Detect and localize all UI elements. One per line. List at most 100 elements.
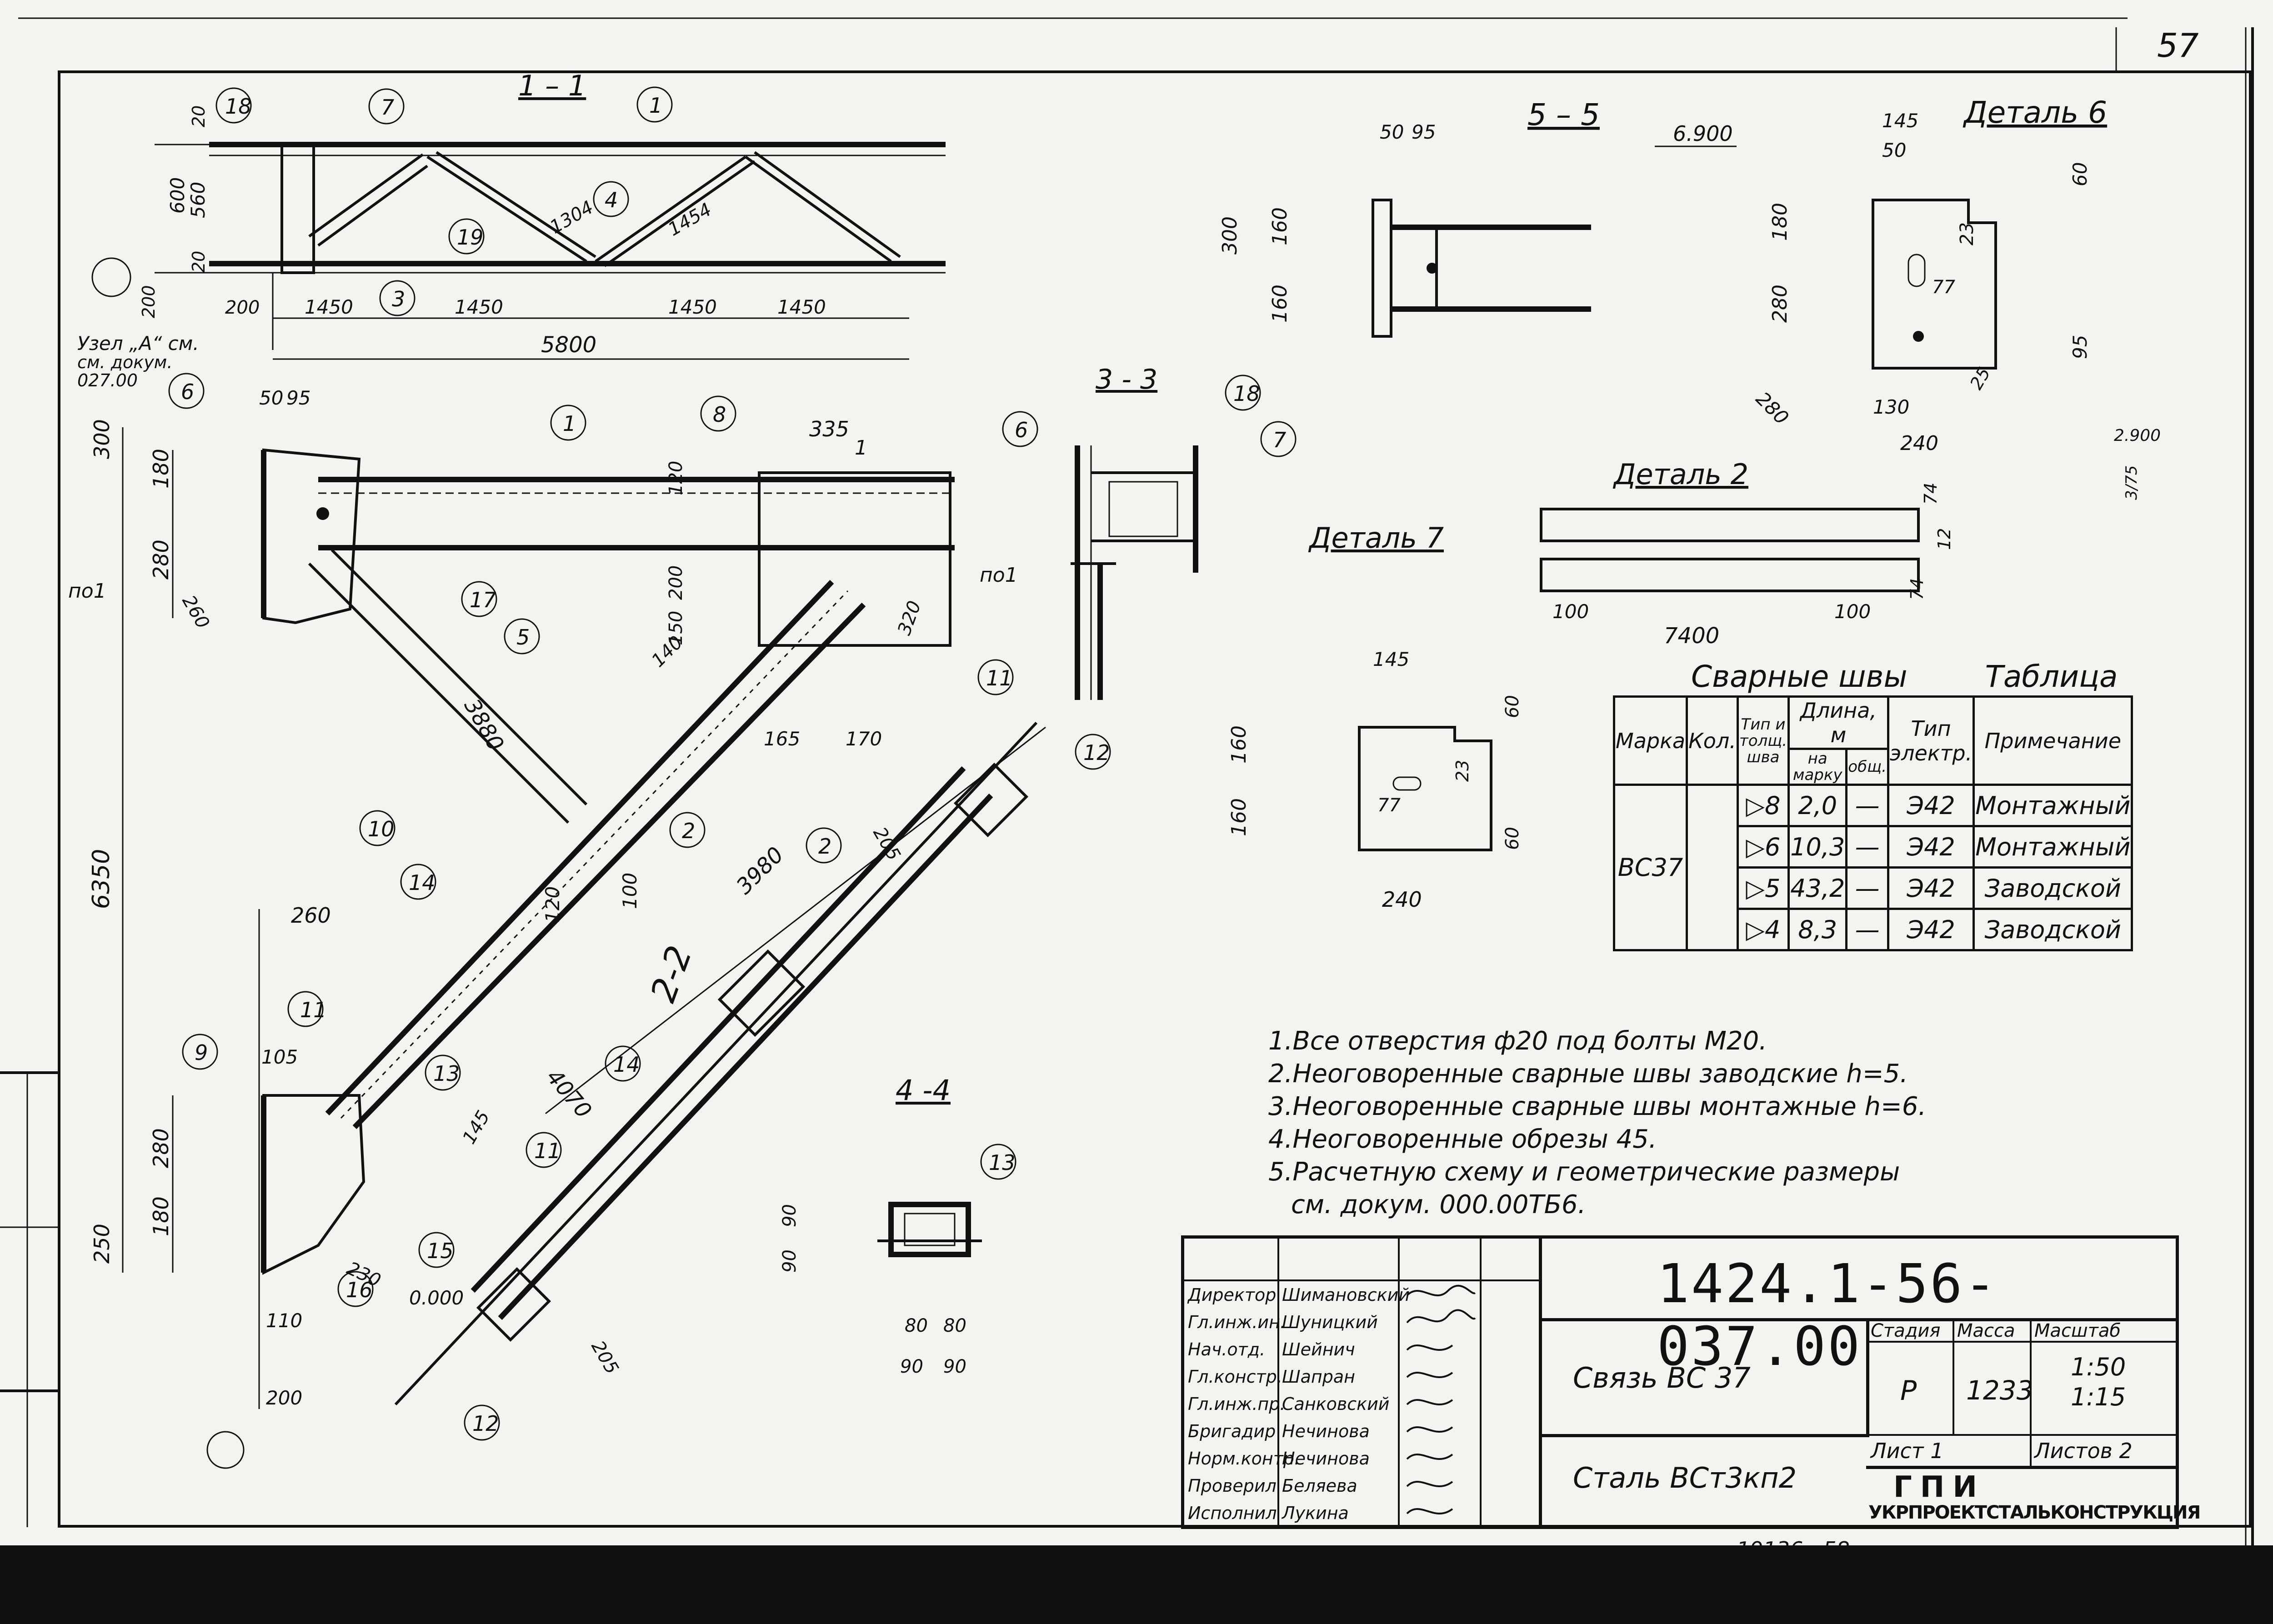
table-row: ВС37 ▷8 2,0 — Э42 Монтажный — [1612, 784, 2133, 951]
note-5: 5.Расчетную схему и геометрические разме… — [1268, 1157, 1900, 1187]
svg-text:160: 160 — [1268, 207, 1292, 245]
weld-table: Марка Кол. Тип и толщ. шва Длина, м Тип … — [1612, 695, 2133, 951]
note-5-ref: см. докум. 000.00ТБ6. — [1291, 1190, 1586, 1219]
svg-text:145: 145 — [459, 1107, 494, 1148]
svg-text:6: 6 — [1015, 418, 1028, 442]
svg-text:5800: 5800 — [541, 332, 596, 358]
node-reference: Узел „А“ см. см. докум. 027.00 — [77, 257, 199, 390]
svg-text:200: 200 — [266, 1387, 302, 1409]
svg-text:2: 2 — [682, 819, 695, 843]
svg-text:20: 20 — [189, 105, 209, 127]
svg-text:1: 1 — [855, 436, 867, 460]
svg-text:0.000: 0.000 — [409, 1287, 464, 1309]
svg-text:14: 14 — [409, 870, 436, 895]
weld-table-caption: Сварные швы Таблица — [1691, 659, 2118, 694]
svg-text:см. докум.: см. докум. — [77, 352, 172, 372]
svg-text:100: 100 — [1552, 600, 1589, 623]
svg-text:240: 240 — [1382, 887, 1422, 912]
svg-text:16: 16 — [346, 1278, 373, 1302]
svg-text:7: 7 — [1273, 428, 1286, 452]
svg-text:027.00: 027.00 — [77, 370, 138, 390]
note-2: 2.Неоговоренные сварные швы заводские h=… — [1268, 1059, 1908, 1089]
svg-text:10: 10 — [368, 817, 395, 841]
svg-text:1: 1 — [649, 93, 662, 118]
svg-text:18: 18 — [225, 94, 252, 119]
svg-text:145: 145 — [1882, 110, 1918, 132]
svg-text:Деталь 6: Деталь 6 — [1963, 95, 2107, 130]
svg-text:14: 14 — [613, 1052, 640, 1077]
signatory-row: Норм.контр.Нечинова — [1188, 1449, 1370, 1469]
organization-name: УКРПРОЕКТСТАЛЬКОНСТРУКЦИЯ — [1868, 1502, 2201, 1523]
signatory-row: Гл.инж.ин.Шуницкий — [1188, 1312, 1378, 1332]
svg-text:9: 9 — [195, 1040, 208, 1065]
svg-text:6.900: 6.900 — [1673, 121, 1733, 146]
svg-text:170: 170 — [846, 728, 882, 750]
material-spec: Сталь ВСт3кп2 — [1573, 1461, 1797, 1494]
svg-text:60: 60 — [2069, 162, 2091, 186]
svg-text:11: 11 — [986, 666, 1013, 690]
section-4-4: 4 -4 90 90 80 80 90 90 — [779, 1074, 982, 1377]
svg-text:90: 90 — [900, 1356, 923, 1377]
organization-logo: ГПИ — [1893, 1470, 1985, 1504]
svg-text:13: 13 — [989, 1150, 1016, 1175]
detail-7: Деталь 7 145 60 160 160 23 77 60 240 — [1227, 521, 1523, 912]
svg-text:260: 260 — [178, 592, 213, 632]
table-row: ▷6 10,3 — Э42 Монтажный — [1614, 825, 2133, 869]
svg-text:205: 205 — [587, 1337, 622, 1378]
svg-text:120: 120 — [666, 461, 686, 495]
svg-text:по1: по1 — [980, 564, 1018, 587]
svg-text:280: 280 — [1752, 387, 1793, 429]
section-3-3: 3 - 3 — [1071, 364, 1198, 700]
svg-text:50: 50 — [259, 387, 283, 409]
svg-text:110: 110 — [266, 1309, 302, 1332]
svg-text:1450: 1450 — [668, 296, 717, 318]
svg-text:80: 80 — [943, 1315, 966, 1336]
svg-text:1450: 1450 — [777, 296, 826, 318]
svg-text:1: 1 — [563, 411, 576, 436]
svg-text:50: 50 — [1882, 139, 1906, 161]
svg-text:по1: по1 — [68, 580, 106, 603]
detail-2: Деталь 2 100 100 7400 74 12 74 — [1540, 458, 1954, 649]
drawing-title: Связь ВС 37 — [1573, 1361, 1751, 1394]
svg-text:77: 77 — [1932, 277, 1955, 298]
svg-text:120: 120 — [541, 886, 564, 923]
svg-text:180: 180 — [1768, 203, 1792, 241]
svg-text:200: 200 — [225, 297, 260, 318]
section-1-1-truss: 1 – 1 1450 1450 1450 1450 5800 200 1304 … — [139, 69, 946, 360]
general-notes: 1.Все отверстия ф20 под болты М20. 2.Нео… — [1268, 1025, 1926, 1221]
svg-text:12: 12 — [1934, 528, 1954, 550]
svg-text:300: 300 — [1218, 216, 1242, 255]
svg-text:4070: 4070 — [541, 1064, 596, 1124]
svg-text:335: 335 — [809, 417, 849, 441]
svg-text:280: 280 — [1768, 285, 1792, 323]
svg-text:23: 23 — [1452, 760, 1472, 782]
svg-text:2-2: 2-2 — [642, 940, 700, 1007]
svg-text:6: 6 — [181, 380, 194, 404]
svg-text:160: 160 — [1227, 798, 1251, 836]
scan-bottom-bar — [0, 1545, 2273, 1624]
signatory-row: Гл.констр.Шапран — [1188, 1367, 1356, 1387]
svg-text:12: 12 — [472, 1411, 499, 1436]
svg-text:15: 15 — [427, 1239, 454, 1263]
sheet-frame — [58, 70, 2252, 1528]
signatory-row: Гл.инж.пр.Санковский — [1188, 1394, 1390, 1414]
svg-text:74: 74 — [1921, 483, 1941, 505]
svg-text:95: 95 — [286, 387, 310, 409]
svg-text:8: 8 — [713, 402, 726, 427]
document-code: 1424.1-56-037.00 — [1657, 1252, 1998, 1378]
svg-text:1450: 1450 — [305, 296, 353, 318]
svg-text:250: 250 — [90, 1224, 114, 1264]
note-1: 1.Все отверстия ф20 под болты М20. — [1268, 1026, 1767, 1056]
svg-text:205: 205 — [869, 824, 904, 864]
svg-text:2: 2 — [818, 834, 831, 859]
svg-text:130: 130 — [1873, 396, 1909, 418]
svg-text:600: 600 — [166, 177, 189, 214]
col-mark: Марка — [1612, 695, 1688, 786]
section-1-1-label: 1 – 1 — [518, 69, 586, 102]
svg-text:240: 240 — [1900, 432, 1938, 455]
